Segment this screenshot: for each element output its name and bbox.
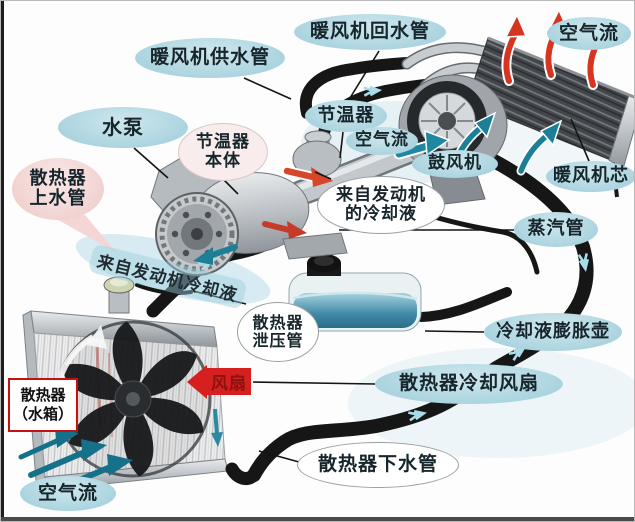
label-heater-return-pipe: 暖风机回水管: [294, 14, 446, 50]
label-coolant-from-engine: 来自发动机 的冷却液: [317, 176, 445, 234]
relief-pipe-line2: 泄压管: [252, 331, 304, 350]
label-blower: 鼓风机: [412, 150, 498, 178]
label-fan: 风扇: [207, 368, 251, 395]
label-coolant-expansion-tank: 冷却液膨胀壶: [484, 313, 622, 351]
heater-supply-hose: [299, 57, 413, 119]
thermostat-body-line1: 节温器: [196, 131, 250, 152]
radiator-tank-line1: 散热器: [20, 386, 66, 405]
label-radiator-cooling-fan: 散热器冷却风扇: [375, 364, 563, 404]
tank-hose-right: [416, 287, 512, 322]
relief-pipe-line1: 散热器: [252, 313, 304, 333]
label-water-pump: 水泵: [58, 107, 188, 148]
label-thermostat-body: 节温器 本体: [178, 123, 268, 181]
radiator-upper-line1: 散热器: [29, 167, 87, 189]
radiator-tank-line2: （水箱）: [12, 405, 73, 423]
label-radiator-relief-pipe: 散热器 泄压管: [237, 302, 319, 362]
bottom-edge-bar: [1, 517, 634, 521]
label-thermostat: 节温器: [305, 100, 387, 132]
relief-hose: [135, 283, 193, 296]
label-airflow-bottom: 空气流: [20, 476, 116, 511]
coolant-from-engine-line2: 的冷却液: [345, 204, 417, 224]
label-airflow-blower: 空气流: [346, 127, 418, 155]
left-edge-bar: [1, 1, 4, 521]
radiator-upper-line2: 上水管: [29, 188, 87, 209]
coolant-from-engine-line1: 来自发动机: [336, 184, 426, 205]
label-steam-pipe: 蒸汽管: [514, 212, 598, 247]
expansion-tank-illustration: [288, 254, 422, 332]
label-airflow-top: 空气流: [547, 17, 631, 50]
leader-lines: [53, 50, 590, 463]
label-radiator-upper-pipe: 散热器 上水管: [12, 158, 104, 220]
label-radiator-tank: 散热器 （水箱）: [8, 378, 78, 432]
label-radiator-lower-pipe: 散热器下水管: [297, 442, 459, 488]
coolant-flow-arrows: [193, 166, 333, 265]
label-heater-core: 暖风机芯: [546, 161, 634, 192]
thermostat-body-line2: 本体: [205, 151, 241, 171]
label-heater-supply-pipe: 暖风机供水管: [135, 38, 285, 78]
radiator-fan-illustration: [53, 320, 223, 478]
